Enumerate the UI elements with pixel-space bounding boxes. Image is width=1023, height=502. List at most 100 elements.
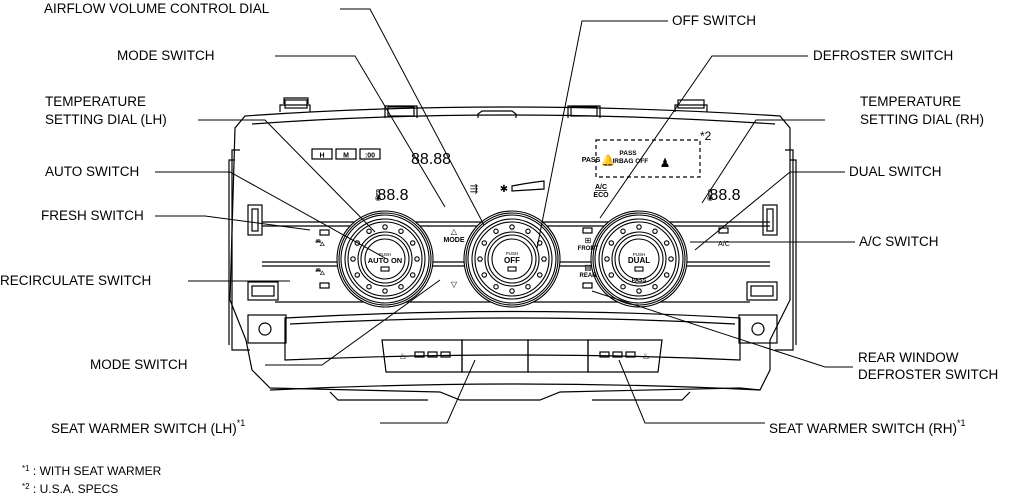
dial-grip-notch [668, 256, 674, 262]
dial-grip-notch [409, 240, 416, 246]
seat-warmer-lh-indicators [414, 351, 451, 358]
dial-indicator [634, 266, 644, 272]
clock-readout: 88.88 [411, 151, 451, 168]
dial-grip-notch [663, 240, 670, 246]
temp-rh-readout: 88.8 [709, 187, 740, 204]
recirculate-car-icon: ⛍ [315, 267, 325, 278]
dial-grip-notch [382, 288, 388, 294]
callout-temp-dial-rh-1: TEMPERATURE [860, 94, 962, 109]
dial-grip-notch [636, 288, 642, 294]
footnote-2: *2 : U.S.A. SPECS [22, 480, 118, 496]
callout-mode-switch-bottom: MODE SWITCH [90, 357, 188, 372]
airbag-occupant-icon: ♟ [660, 156, 671, 170]
callout-temp-dial-lh-1: TEMPERATURE [45, 94, 147, 109]
callout-airflow-volume-control-dial: AIRFLOW VOLUME CONTROL DIAL [44, 1, 270, 16]
airbag-line2: AIRBAG OFF [608, 158, 648, 165]
airbag-line1: PASS [619, 150, 637, 157]
dial-grip-notch [366, 228, 372, 235]
mode-up-label: MODE [444, 237, 465, 244]
callout-rear-defroster-1: REAR WINDOW [858, 350, 959, 365]
dial-grip-notch [493, 228, 499, 235]
rear-defrost-label: REAR [579, 273, 597, 279]
callout-defroster-switch: DEFROSTER SWITCH [813, 48, 954, 63]
dial-grip-notch [354, 272, 361, 278]
dial-grip-notch [366, 283, 372, 290]
temp-lh-readout: 88.8 [377, 187, 408, 204]
callout-dual-switch: DUAL SWITCH [849, 164, 942, 179]
temperature-dial-lh[interactable] [336, 210, 434, 308]
seat-heater-lh-icon: ♨ [399, 351, 407, 361]
dial-grip-notch [350, 256, 356, 262]
footnote-2-text: : U.S.A. SPECS [29, 482, 119, 496]
fresh-air-car-icon: ⛍ [315, 238, 325, 249]
footnote-2-mark: *2 [22, 482, 30, 491]
callout-off-switch: OFF SWITCH [672, 13, 756, 28]
dial-grip-notch [604, 256, 610, 262]
dial-center-push: PUSH [506, 251, 519, 256]
footnote-1: *1 : WITH SEAT WARMER [22, 462, 161, 478]
seat-heater-rh-icon: ♨ [642, 351, 650, 361]
ac-button-label: A/C [718, 241, 730, 248]
dial-grip-notch [354, 240, 361, 246]
callout-seat-warmer-rh: SEAT WARMER SWITCH (RH)*1 [769, 415, 966, 437]
dial-grip-notch [541, 256, 547, 262]
dial-indicator [380, 266, 390, 272]
dial-grip-notch [509, 224, 515, 230]
mode-down-arrow-icon: ▽ [451, 280, 458, 289]
dial-grip-notch [398, 228, 404, 235]
front-defrost-label: FRONT [578, 246, 599, 252]
dial-grip-notch [652, 228, 658, 235]
footnote-1-mark: *1 [22, 464, 30, 473]
auto-on-label: AUTO ON [368, 256, 402, 265]
dial-grip-notch [620, 283, 626, 290]
dial-indicator [507, 266, 517, 272]
usa-spec-mark: *2 [700, 129, 712, 143]
clock-hour-label: H [319, 153, 324, 160]
mode-up-arrow-icon: △ [451, 227, 458, 236]
dial-grip-notch [536, 272, 543, 278]
dial-grip-notch [525, 283, 531, 290]
callout-temp-dial-rh-2: SETTING DIAL (RH) [860, 112, 985, 127]
dial-grip-notch [636, 224, 642, 230]
callout-rear-defroster-2: DEFROSTER SWITCH [858, 367, 999, 382]
dual-label: DUAL [628, 256, 650, 265]
clock-minute-label: M [343, 153, 349, 160]
dial-rh-push: PUSH [633, 252, 646, 257]
dial-grip-notch [652, 283, 658, 290]
dial-lh-push: PUSH [379, 252, 392, 257]
dial-grip-notch [481, 272, 488, 278]
dial-grip-notch [620, 228, 626, 235]
pass-label: PASS [582, 157, 601, 164]
seat-warmer-lh-mark: *1 [236, 418, 246, 428]
fan-icon: ✱ [500, 184, 508, 195]
dial-grip-notch [525, 228, 531, 235]
front-defrost-icon: ⊞ [585, 236, 592, 245]
thermometer-rh-icon: 🌡 [702, 188, 717, 202]
dial-grip-notch [608, 240, 615, 246]
callout-seat-warmer-lh: SEAT WARMER SWITCH (LH)*1 [51, 415, 245, 437]
dial-rh-pass-label: PASS [632, 278, 647, 284]
airflow-volume-dial[interactable] [463, 210, 561, 308]
seat-warmer-lh-text: SEAT WARMER SWITCH (LH) [51, 421, 237, 436]
dial-grip-notch [608, 272, 615, 278]
eco-indicator: ECO [593, 192, 609, 199]
clock-zero-label: :00 [365, 153, 375, 160]
thermometer-lh-icon: 🌡 [370, 188, 385, 202]
ac-indicator: A/C [595, 184, 607, 191]
dial-grip-notch [509, 288, 515, 294]
dial-grip-notch [481, 240, 488, 246]
dial-grip-notch [493, 283, 499, 290]
seat-warmer-rh-text: SEAT WARMER SWITCH (RH) [769, 421, 957, 436]
callout-temp-dial-lh-2: SETTING DIAL (LH) [45, 112, 167, 127]
callout-ac-switch: A/C SWITCH [859, 234, 939, 249]
callout-fresh-switch: FRESH SWITCH [41, 208, 144, 223]
bezel-outline [229, 106, 791, 401]
dial-grip-notch [398, 283, 404, 290]
callout-recirculate-switch: RECIRCULATE SWITCH [0, 273, 152, 288]
seat-warmer-rh-mark: *1 [957, 418, 966, 428]
off-label: OFF [504, 256, 520, 265]
rear-defrost-icon: ▤ [584, 263, 592, 272]
temperature-dial-rh[interactable] [590, 210, 688, 308]
dial-grip-notch [382, 224, 388, 230]
